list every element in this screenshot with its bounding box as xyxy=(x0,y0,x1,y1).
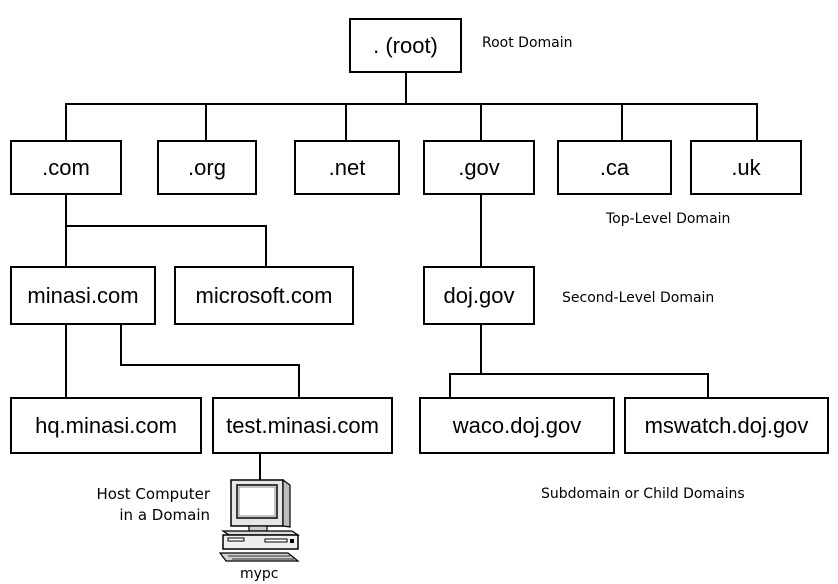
host-caption-line1: Host Computer xyxy=(96,485,211,503)
host-caption-line2: in a Domain xyxy=(119,506,210,524)
tld-node-net: .net xyxy=(294,140,400,195)
desktop-computer-icon xyxy=(218,478,300,562)
tld-node-ca: .ca xyxy=(557,140,672,195)
second-level-node-doj: doj.gov xyxy=(423,266,535,325)
tld-node-org: .org xyxy=(157,140,257,195)
second-level-node-microsoft: microsoft.com xyxy=(174,266,354,325)
subdomain-node-waco-doj: waco.doj.gov xyxy=(419,397,615,454)
second-level-node-minasi: minasi.com xyxy=(10,266,156,325)
tld-node-com: .com xyxy=(10,140,122,195)
top-level-domain-caption: Top-Level Domain xyxy=(606,211,731,227)
host-computer-caption: Host Computer in a Domain xyxy=(82,484,211,526)
subdomain-node-hq-minasi: hq.minasi.com xyxy=(10,397,202,454)
subdomain-node-test-minasi: test.minasi.com xyxy=(212,397,393,454)
host-name-label: mypc xyxy=(240,566,279,582)
second-level-domain-caption: Second-Level Domain xyxy=(562,290,715,306)
root-domain-caption: Root Domain xyxy=(482,35,573,51)
subdomain-node-mswatch-doj: mswatch.doj.gov xyxy=(624,397,829,454)
tld-node-uk: .uk xyxy=(690,140,802,195)
tld-node-gov: .gov xyxy=(423,140,535,195)
root-node: . (root) xyxy=(349,18,462,73)
subdomain-caption: Subdomain or Child Domains xyxy=(541,486,745,502)
